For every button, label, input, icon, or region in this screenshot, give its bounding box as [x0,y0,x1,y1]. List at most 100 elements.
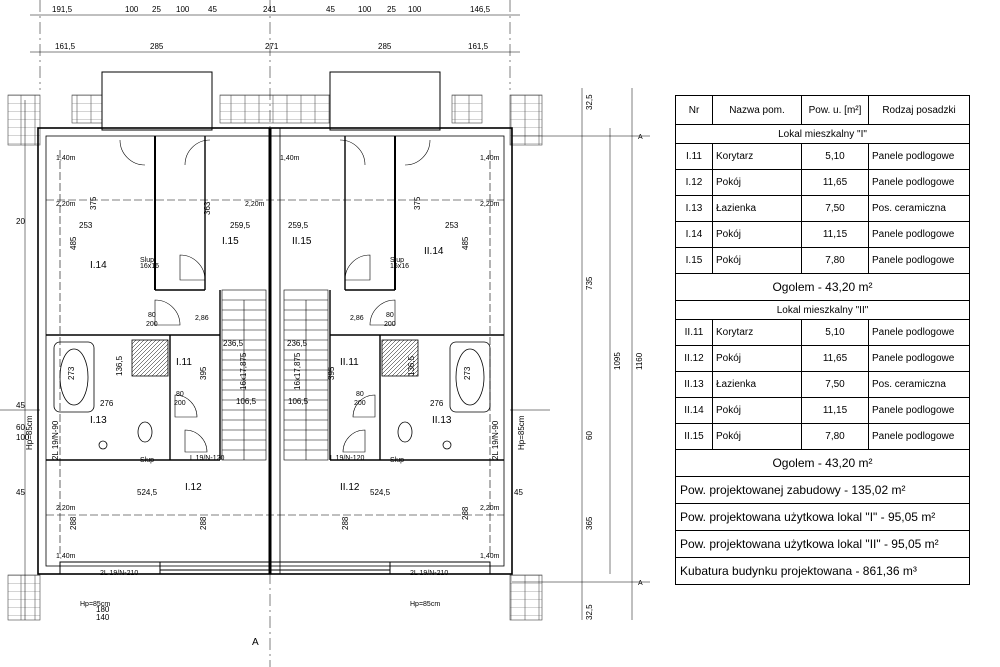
dim-i259b: 259,5 [288,221,309,230]
dim-left-1: 45 [16,401,25,410]
table-cell: Panele podlogowe [868,397,970,424]
dim-v288a: 288 [69,516,78,530]
dim-top2-3: 285 [378,42,392,51]
table-cell: Pokój [712,345,802,372]
table-cell: Panele podlogowe [868,345,970,372]
dim-top1-7: 100 [358,5,372,14]
room-ii12: II.12 [340,482,360,493]
dim-i5245b: 524,5 [370,488,391,497]
dim-v485a: 485 [69,236,78,250]
table-cell: 11,65 [801,345,869,372]
table-cell: Pokój [712,247,802,274]
dim-v273b: 273 [463,366,472,380]
table-cell: 7,80 [801,247,869,274]
room-i15: I.15 [222,236,239,247]
table-cell: 11,15 [801,221,869,248]
dim-right-3: 1160 [635,352,644,370]
table-cell: Panele podlogowe [868,247,970,274]
section-title-1: Lokal mieszkalny "I" [675,124,970,144]
col-floor: Rodzaj posadzki [868,95,970,125]
dim-top1-9: 100 [408,5,422,14]
walls [37,71,513,575]
section-mark-bottom: A [638,580,643,587]
lintel-c2: 2L 19/N-210 [410,570,448,577]
h220-a: 2,20m [56,201,76,208]
dimension-labels: 191,5 100 25 100 45 241 45 100 25 100 14… [16,5,523,622]
door-80-b: 80 [386,312,394,319]
h220-c: 2,20m [480,201,500,208]
room-schedule-table: Nr Nazwa pom. Pow. u. [m²] Rodzaj posadz… [675,95,970,585]
dim-left-6: 180 [96,605,110,614]
dim-i2365b: 236,5 [287,339,308,348]
dim-right-2: 1095 [613,352,622,370]
table-cell: Pokój [712,221,802,248]
table-cell: Łazienka [712,371,802,398]
room-ii15: II.15 [292,236,312,247]
table-cell: I.11 [675,143,713,170]
hp-left: Hp=85cm [25,415,34,450]
h140-c: 1,40m [480,155,500,162]
total-2: Ogolem - 43,20 m² [675,449,970,477]
door-200-d: 200 [354,400,366,407]
table-cell: 11,65 [801,169,869,196]
table-cell: Pos. ceramiczna [868,195,970,222]
roof-bottom-left [7,574,41,621]
table-cell: Panele podlogowe [868,319,970,346]
table-cell: II.15 [675,423,713,450]
summary-2: Pow. projektowana użytkowa lokal "I" - 9… [675,503,970,531]
room-i11: I.11 [176,357,192,368]
h140-b: 1,40m [280,155,300,162]
total-1: Ogolem - 43,20 m² [675,273,970,301]
door-200-a: 200 [146,321,158,328]
lintel-c1: 2L 19/N-210 [100,570,138,577]
roof-top-r [451,94,483,124]
dim-top1-2: 25 [152,5,161,14]
dim-top1-3: 100 [176,5,190,14]
col-name: Nazwa pom. [712,95,802,125]
section-mark-plan: A [252,637,259,648]
dim-top1-10: 146,5 [470,5,491,14]
staircase [221,289,329,461]
table-cell: II.11 [675,319,713,346]
stair-label-b: 16x17,875 [293,352,302,390]
hp-right: Hp=85cm [517,415,526,450]
dim-top1-4: 45 [208,5,217,14]
dim-right-5: 60 [585,431,594,440]
lintel-a1: L 19/N-120 [190,455,224,462]
bathroom-fixtures [53,339,491,450]
dim-v1365b: 136,5 [407,355,416,376]
table-cell: 7,80 [801,423,869,450]
hp-bottom-r: Hp=85cm [410,601,440,608]
floor-plan: 191,5 100 25 100 45 241 45 100 25 100 14… [0,0,650,667]
slup-r2b: 16x16 [390,263,409,270]
table-cell: Pokój [712,397,802,424]
dim-right-4: 365 [585,516,594,530]
room-ii11: II.11 [340,357,359,368]
dim-i253b: 253 [445,221,459,230]
dim-i1065a: 106,5 [236,397,257,406]
lintel-a2: L 19/N-120 [330,455,364,462]
section-mark-top: A [638,134,643,141]
dim-v288b: 288 [199,516,208,530]
dim-i5245a: 524,5 [137,488,158,497]
table-cell: Pokój [712,423,802,450]
slup-l2b: 16x16 [140,263,159,270]
slup-l2: Slup [140,257,154,264]
table-cell: 5,10 [801,143,869,170]
dim-left-4: 45 [16,488,25,497]
table-cell: Panele podlogowe [868,169,970,196]
table-cell: 11,15 [801,397,869,424]
table-cell: 7,50 [801,195,869,222]
door-200-c: 200 [174,400,186,407]
door-80-a: 80 [148,312,156,319]
table-cell: Łazienka [712,195,802,222]
summary-4: Kubatura budynku projektowana - 861,36 m… [675,557,970,585]
h140-e: 1,40m [480,553,500,560]
room-ii13: II.13 [432,415,452,426]
dim-v485b: 485 [461,236,470,250]
